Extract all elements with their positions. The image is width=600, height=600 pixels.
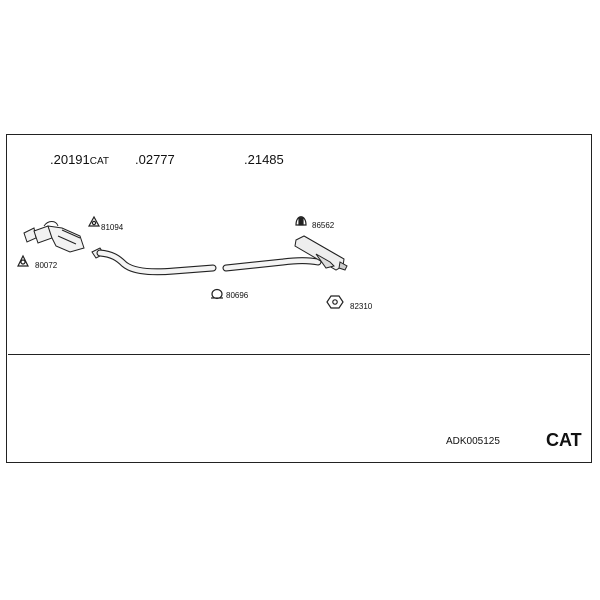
- rear-silencer-icon: [222, 235, 348, 272]
- part-number-rear-silencer: .21485: [244, 152, 284, 167]
- middle-pipe-icon: [91, 247, 217, 276]
- part-number-main: .21485: [244, 152, 284, 167]
- footer-divider: [8, 354, 590, 355]
- kit-code: ADK005125: [446, 436, 500, 447]
- label-81094: 81094: [101, 223, 124, 232]
- part-number-middle-pipe: .02777: [135, 152, 175, 167]
- cat-badge: CAT: [546, 430, 582, 450]
- hanger-icon: [295, 216, 307, 226]
- part-number-main: .02777: [135, 152, 175, 167]
- gasket-icon: [87, 215, 101, 227]
- label-82310: 82310: [350, 302, 373, 311]
- catalyst-icon: [23, 221, 85, 253]
- part-number-main: .20191: [50, 152, 90, 167]
- label-80072: 80072: [35, 261, 58, 270]
- diagram-frame: [6, 134, 592, 463]
- part-number-catalyst: .20191CAT: [50, 152, 109, 167]
- label-80696: 80696: [226, 291, 249, 300]
- label-86562: 86562: [312, 221, 335, 230]
- clamp-icon: [326, 295, 344, 309]
- clamp-icon: [17, 254, 29, 267]
- clamp-icon: [211, 288, 223, 300]
- part-number-suffix: CAT: [89, 156, 110, 167]
